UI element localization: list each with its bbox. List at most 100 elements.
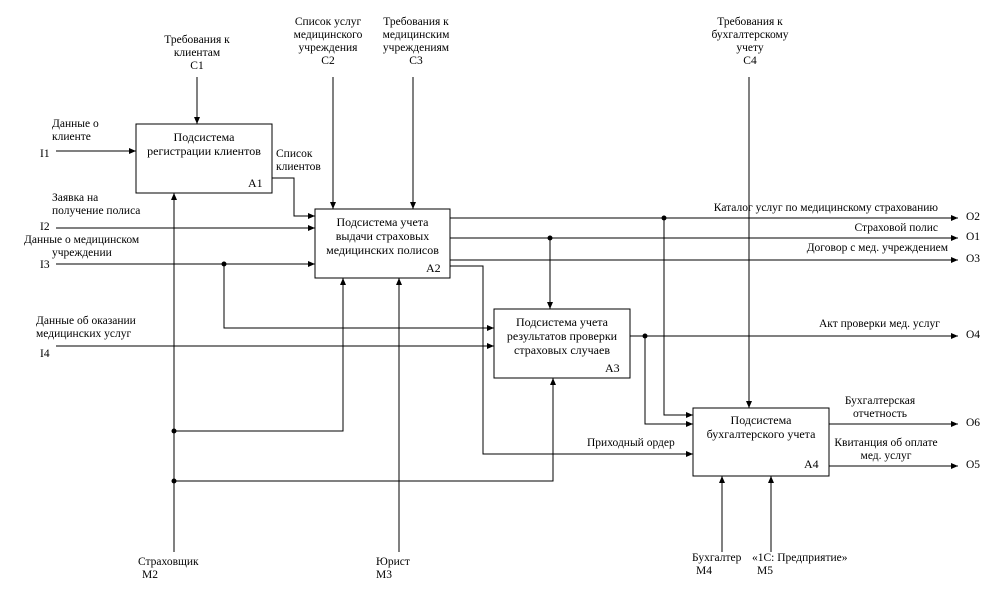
box-a3-title-line2: результатов проверки bbox=[506, 329, 618, 343]
output-o6-line1: Бухгалтерская bbox=[844, 395, 916, 407]
box-a3-title: Подсистема учета результатов проверки ст… bbox=[494, 315, 630, 357]
box-a3[interactable] bbox=[493, 308, 631, 379]
box-a3-title-line1: Подсистема учета bbox=[516, 315, 608, 329]
output-o1-label: Страховой полис bbox=[854, 222, 938, 234]
input-i3-line1: Данные о медицинском bbox=[24, 234, 140, 246]
mechanism-m4-code: M4 bbox=[696, 565, 712, 577]
output-o6-code: O6 bbox=[966, 417, 981, 429]
clients-list-label: Список клиентов bbox=[276, 148, 321, 174]
mechanism-m2-label: Страховщик M2 bbox=[138, 556, 199, 582]
box-a1-title: Подсистема регистрации клиентов bbox=[136, 130, 272, 158]
mechanism-m2-code: M2 bbox=[142, 569, 158, 581]
input-i1-code: I1 bbox=[40, 148, 50, 160]
input-i2-line1: Заявка на bbox=[52, 192, 99, 204]
control-c2-code: C2 bbox=[321, 55, 335, 67]
input-i4-code: I4 bbox=[40, 348, 50, 360]
box-a4-title-line1: Подсистема bbox=[730, 413, 792, 427]
output-o3-code: O3 bbox=[966, 253, 981, 265]
control-c4-line1: Требования к bbox=[717, 16, 783, 28]
arrow-receipt-order bbox=[450, 265, 693, 457]
junction-dot bbox=[547, 235, 553, 241]
clients-list-line1: Список bbox=[276, 148, 313, 160]
control-c4-label: Требования к бухгалтерскому учету C4 bbox=[700, 16, 800, 68]
receipt-order-label: Приходный ордер bbox=[587, 437, 675, 449]
junction-dot bbox=[171, 478, 177, 484]
box-a2-title-line3: медицинских полисов bbox=[326, 243, 439, 257]
box-a1-title-line2: регистрации клиентов bbox=[147, 144, 261, 158]
control-c1-label: Требования к клиентам C1 bbox=[147, 34, 247, 73]
box-a2[interactable] bbox=[314, 208, 451, 279]
output-o2-code: O2 bbox=[966, 211, 981, 223]
box-a1[interactable] bbox=[135, 123, 273, 194]
mechanism-m5-label: «1С: Предприятие» M5 bbox=[752, 552, 847, 578]
input-i1-line1: Данные о bbox=[52, 118, 99, 130]
control-c3-line2: медицинским bbox=[382, 29, 450, 41]
box-a4-title-line2: бухгалтерского учета bbox=[706, 427, 816, 441]
output-o6-label: Бухгалтерская отчетность bbox=[830, 395, 930, 421]
control-c3-line1: Требования к bbox=[383, 16, 449, 28]
control-c4-line2: бухгалтерскому bbox=[711, 29, 789, 41]
box-a4-number: A4 bbox=[804, 457, 819, 471]
output-o1-code: O1 bbox=[966, 231, 981, 243]
arrow-m2-a3 bbox=[174, 378, 556, 482]
input-i4-line2: медицинских услуг bbox=[36, 328, 132, 340]
control-c1-code: C1 bbox=[190, 60, 204, 72]
arrow-clients-list bbox=[272, 177, 315, 219]
control-c3-code: C3 bbox=[409, 55, 423, 67]
control-c2-line1: Список услуг bbox=[294, 16, 362, 28]
mechanism-m2-name: Страховщик bbox=[138, 556, 199, 568]
box-a2-title-line1: Подсистема учета bbox=[336, 215, 429, 229]
box-a3-number: A3 bbox=[605, 361, 620, 375]
arrow-i3-branch bbox=[223, 264, 494, 331]
output-o4-code: O4 bbox=[966, 329, 981, 341]
output-o5-line1: Квитанция об оплате bbox=[834, 437, 938, 449]
control-c2-line3: учреждения bbox=[298, 42, 358, 54]
clients-list-line2: клиентов bbox=[276, 161, 321, 173]
box-a1-number: A1 bbox=[248, 176, 263, 190]
control-c3-label: Требования к медицинским учреждениям C3 bbox=[366, 16, 466, 68]
output-o5-label: Квитанция об оплате мед. услуг bbox=[826, 437, 946, 463]
junction-dot bbox=[171, 428, 177, 434]
input-i2-code: I2 bbox=[40, 221, 50, 233]
input-i3-code: I3 bbox=[40, 259, 50, 271]
output-o3-label: Договор с мед. учреждением bbox=[806, 242, 948, 254]
input-i1-line2: клиенте bbox=[52, 131, 91, 143]
box-a2-title-line2: выдачи страховых bbox=[335, 229, 430, 243]
mechanism-m3-name: Юрист bbox=[376, 556, 410, 568]
control-c4-code: C4 bbox=[743, 55, 757, 67]
input-i2-label: Заявка на получение полиса bbox=[52, 192, 140, 218]
box-a2-title: Подсистема учета выдачи страховых медици… bbox=[315, 215, 450, 257]
junction-dot bbox=[661, 215, 667, 221]
mechanism-m5-code: M5 bbox=[757, 565, 773, 577]
input-i3-label: Данные о медицинском учреждении bbox=[24, 234, 139, 260]
box-a4[interactable] bbox=[692, 407, 830, 477]
control-c2-label: Список услуг медицинского учреждения C2 bbox=[278, 16, 378, 68]
input-i4-label: Данные об оказании медицинских услуг bbox=[36, 315, 136, 341]
box-a1-title-line1: Подсистема bbox=[173, 130, 235, 144]
output-o6-line2: отчетность bbox=[852, 408, 908, 420]
output-o5-line2: мед. услуг bbox=[860, 450, 912, 462]
control-c1-line1: Требования к bbox=[164, 34, 230, 46]
mechanism-m5-name: «1С: Предприятие» bbox=[752, 552, 848, 564]
input-i4-line1: Данные об оказании bbox=[36, 315, 136, 327]
output-o4-label: Акт проверки мед. услуг bbox=[818, 318, 940, 330]
control-c3-line3: учреждениям bbox=[382, 42, 450, 54]
output-o5-code: O5 bbox=[966, 459, 981, 471]
box-a4-title: Подсистема бухгалтерского учета bbox=[693, 413, 829, 441]
control-c2-line2: медицинского bbox=[293, 29, 363, 41]
arrow-m2-a2 bbox=[174, 278, 346, 432]
box-a3-title-line3: страховых случаев bbox=[514, 343, 610, 357]
control-c4-line3: учету bbox=[736, 42, 764, 54]
output-o2-label: Каталог услуг по медицинскому страховани… bbox=[713, 202, 938, 214]
mechanism-m3-code: M3 bbox=[376, 569, 392, 581]
box-a2-number: A2 bbox=[426, 261, 441, 275]
arrow-o2-to-a4 bbox=[663, 218, 693, 418]
junction-dot bbox=[642, 333, 648, 339]
input-i1-label: Данные о клиенте bbox=[52, 118, 99, 144]
input-i3-line2: учреждении bbox=[52, 247, 112, 259]
mechanism-m4-label: Бухгалтер M4 bbox=[692, 552, 741, 578]
mechanism-m4-name: Бухгалтер bbox=[692, 552, 742, 564]
mechanism-m3-label: Юрист M3 bbox=[376, 556, 410, 582]
